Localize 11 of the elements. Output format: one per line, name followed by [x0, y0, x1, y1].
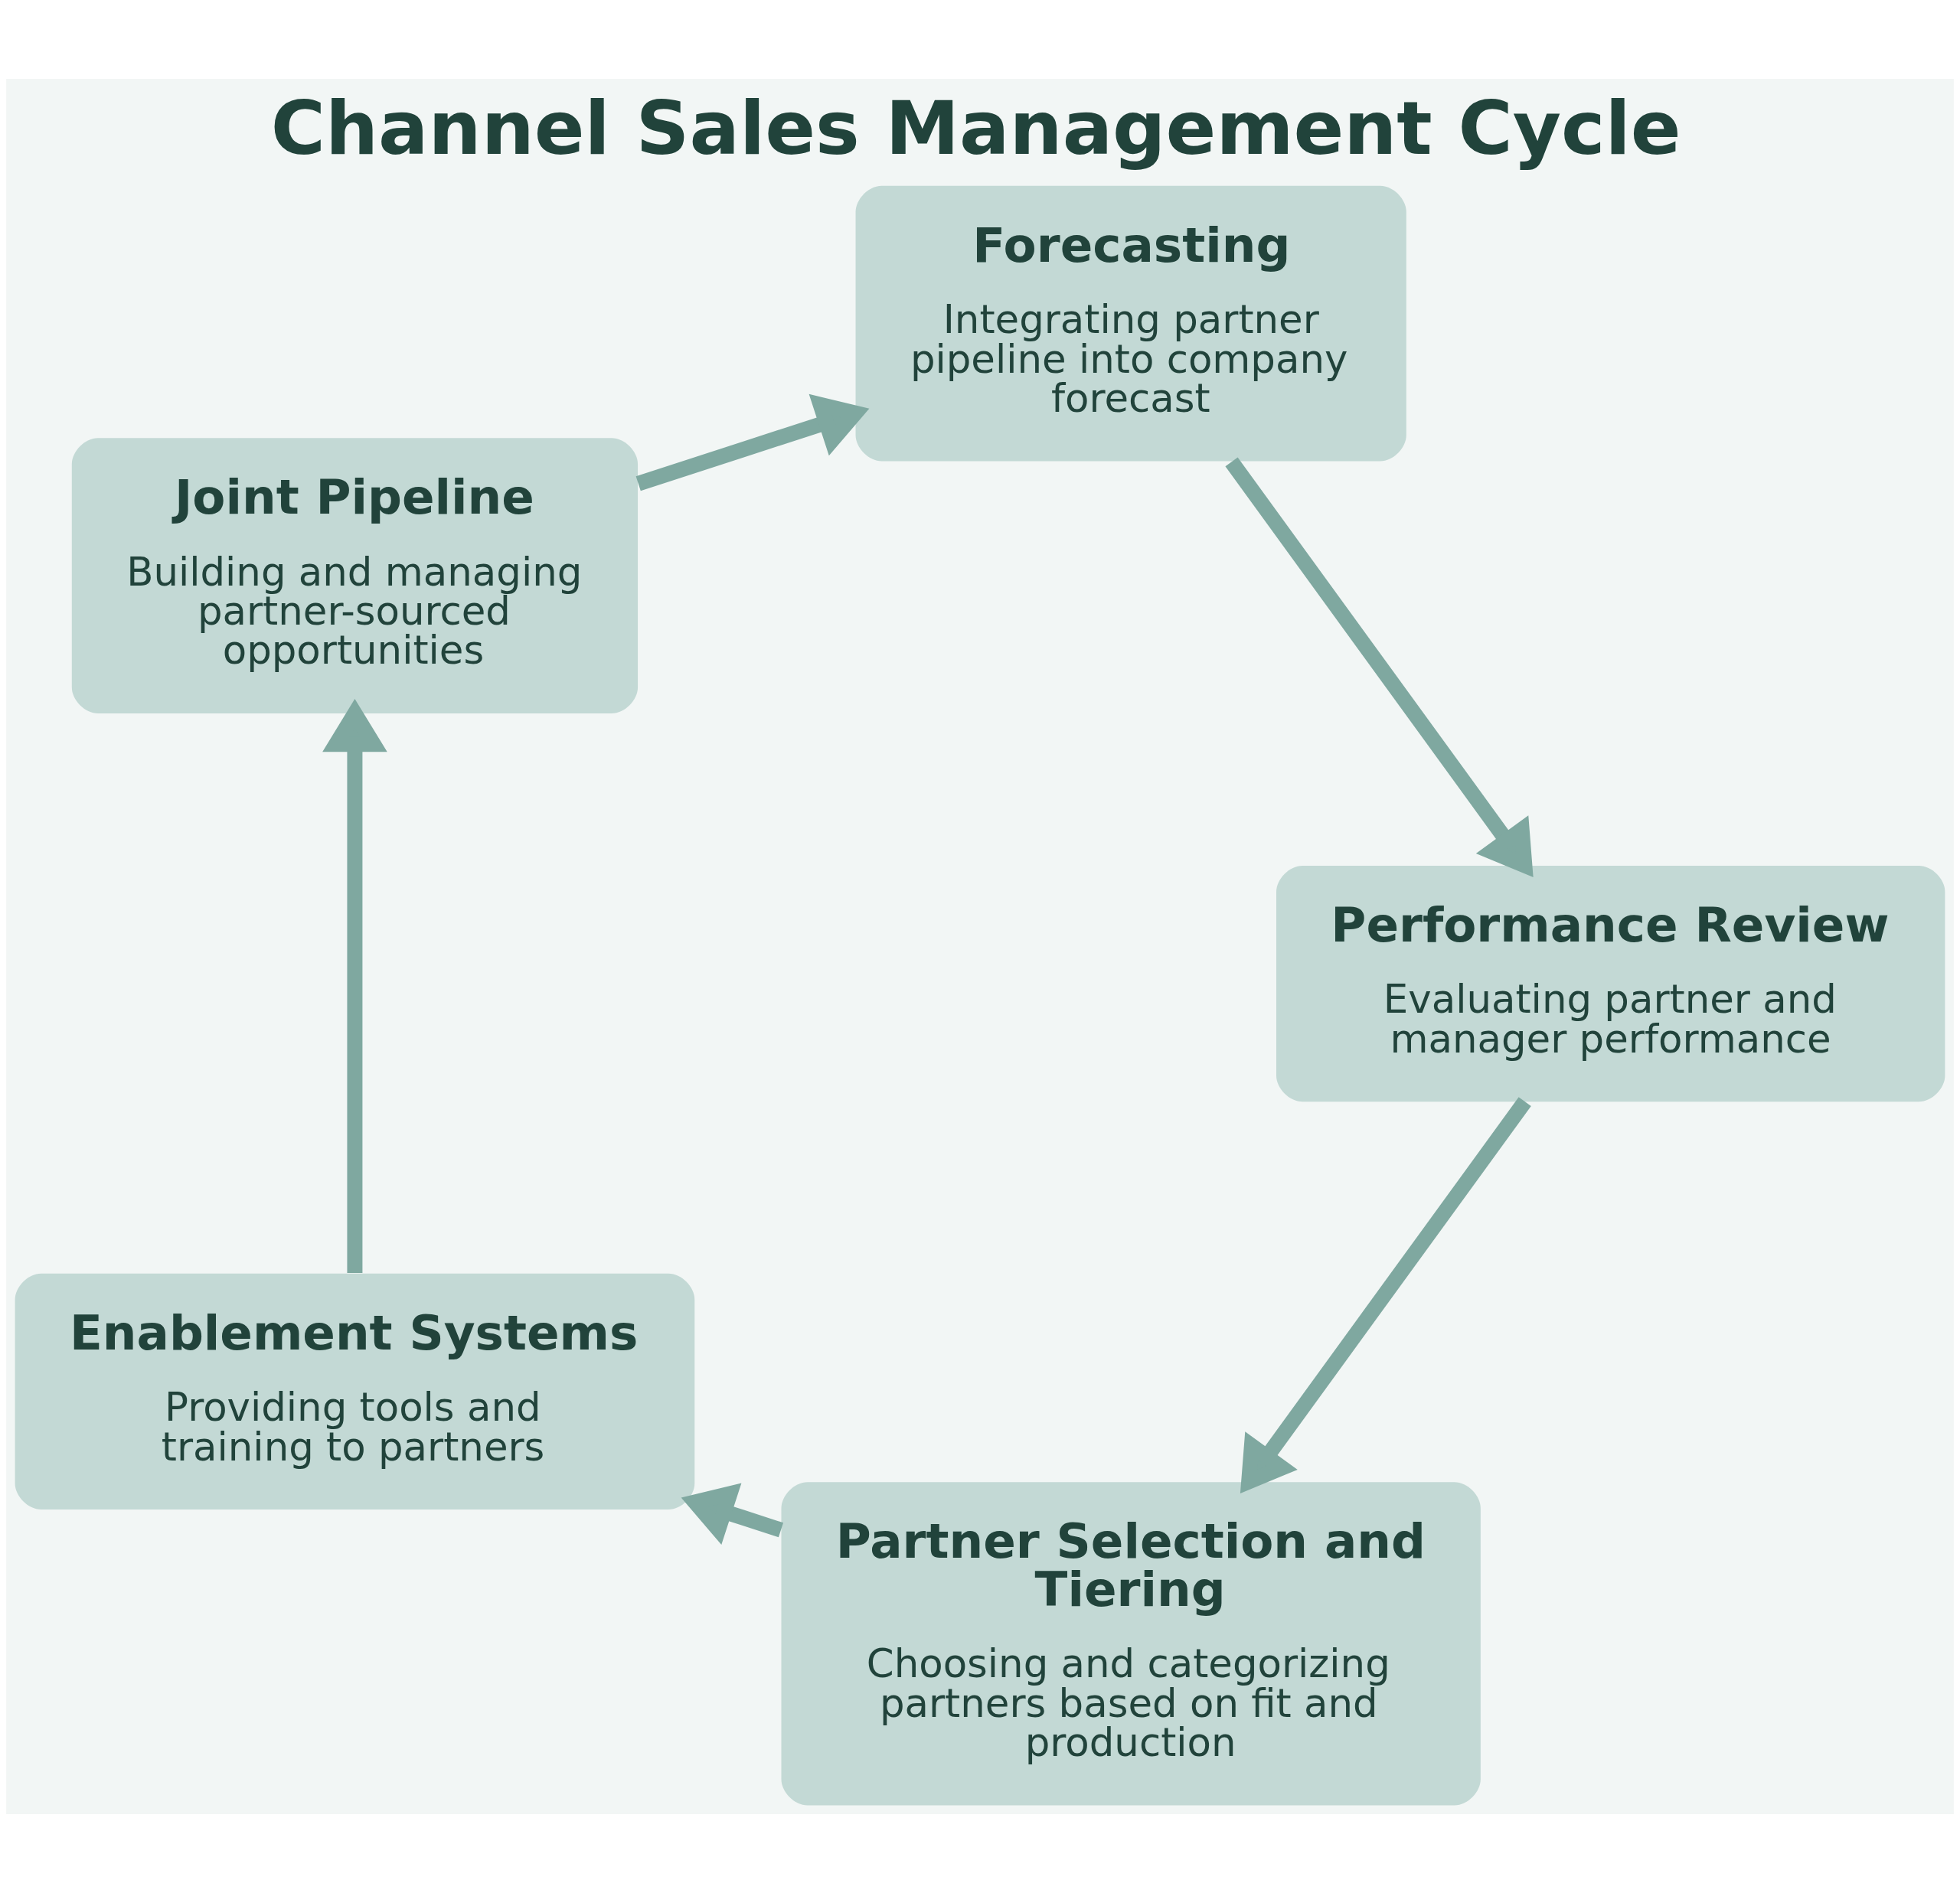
- arrow: [1240, 1097, 1531, 1493]
- node-box: Performance Review Evaluating partner and manager performance: [1276, 865, 1945, 1102]
- node-box: Partner Selection and Tiering Choosing and categorizing partners based on fit and production: [781, 1482, 1481, 1806]
- diagram-title: Channel Sales Management Cycle: [270, 84, 1681, 171]
- node-box: Enablement Systems Providing tools and training to partners: [15, 1273, 695, 1510]
- node-box: Forecasting Integrating partner pipeline into company forecast: [855, 185, 1406, 462]
- arrow: [681, 1483, 784, 1545]
- arrow: [635, 393, 870, 491]
- node-box: Joint Pipeline Building and managing partner-sourced opportunities: [71, 438, 639, 713]
- arrow: [322, 699, 387, 1273]
- arrow: [1225, 457, 1534, 877]
